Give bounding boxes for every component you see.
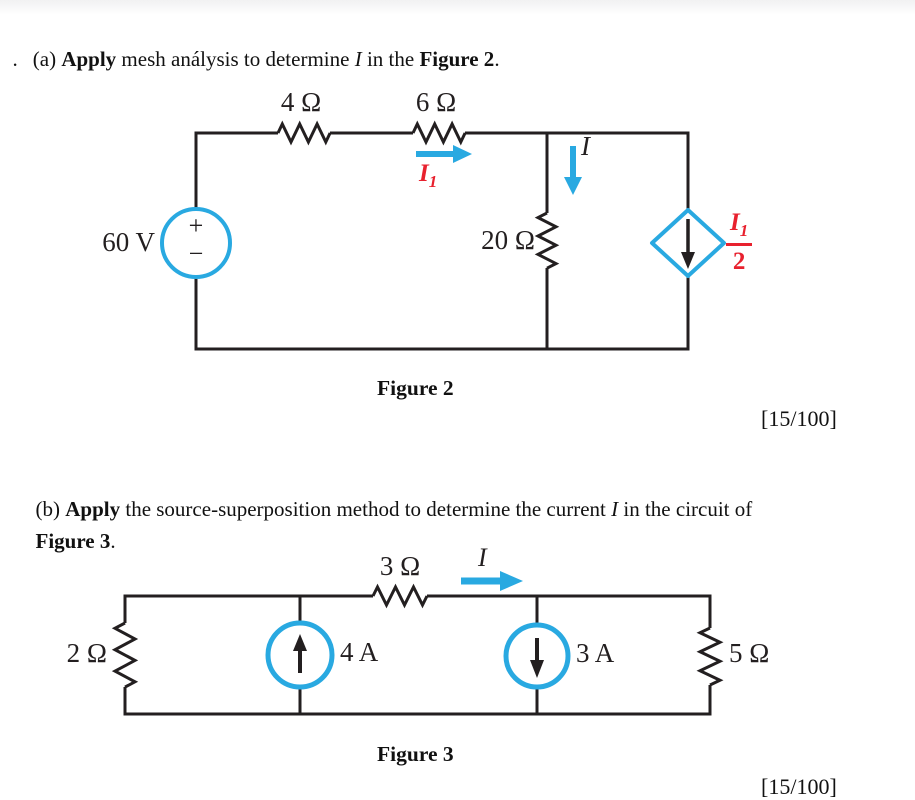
current-source-3a-label: 3 A bbox=[576, 638, 615, 668]
current-symbol: I bbox=[611, 497, 619, 521]
current-arrowhead-i bbox=[564, 177, 582, 195]
resistor-6ohm-label: 6 Ω bbox=[415, 87, 457, 117]
current-arrowhead-i1 bbox=[453, 145, 472, 163]
mesh-current-i1-label: I1 bbox=[419, 160, 438, 191]
resistor-20ohm-symbol bbox=[534, 211, 560, 270]
wire bbox=[194, 276, 690, 351]
current-source-4a-arrowhead bbox=[293, 634, 307, 651]
figure2-caption: Figure 2 bbox=[377, 376, 454, 400]
resistor-4ohm-symbol bbox=[276, 120, 332, 146]
resistor-3ohm-symbol bbox=[371, 583, 429, 609]
wire bbox=[427, 594, 712, 628]
top-scan-fade bbox=[0, 0, 915, 15]
current-symbol: I bbox=[354, 47, 362, 71]
current-i-label-fig3: I bbox=[478, 543, 487, 572]
resistor-2ohm-label: 2 Ω bbox=[66, 638, 107, 668]
current-arrowhead-i-fig3 bbox=[500, 571, 523, 591]
branch-current-i-label: I bbox=[581, 131, 590, 161]
dependent-source-arrowhead bbox=[681, 252, 695, 269]
plus-sign: + bbox=[188, 211, 204, 240]
wire bbox=[465, 131, 690, 211]
voltage-source-label: 60 V bbox=[102, 227, 155, 257]
question-b-verb: Apply bbox=[65, 497, 121, 521]
resistor-20ohm-label: 20 Ω bbox=[481, 225, 535, 255]
wire bbox=[123, 594, 373, 623]
wire bbox=[123, 685, 712, 716]
marks-a: [15/100] bbox=[761, 406, 837, 431]
dependent-source-value: I1 2 bbox=[726, 209, 753, 275]
resistor-2ohm-symbol bbox=[111, 621, 139, 689]
minus-sign: − bbox=[188, 239, 204, 268]
resistor-3ohm-label: 3 Ω bbox=[379, 551, 421, 581]
figure2-circuit bbox=[160, 120, 726, 351]
figure3-circuit bbox=[111, 571, 724, 716]
question-b-text-line1: (b) Apply the source-superposition metho… bbox=[35, 497, 753, 521]
question-a-text: .(a) Apply mesh análysis to determine I … bbox=[12, 47, 500, 71]
figure-2-reference: Figure 2 bbox=[419, 47, 495, 71]
figure-3-reference: Figure 3 bbox=[35, 529, 111, 553]
resistor-5ohm-symbol bbox=[696, 626, 724, 687]
wire bbox=[194, 131, 278, 208]
question-b-text-line2: Figure 3. bbox=[35, 529, 116, 553]
voltage-source-symbol bbox=[160, 207, 232, 279]
current-source-4a-label: 4 A bbox=[340, 637, 379, 667]
resistor-6ohm-symbol bbox=[411, 120, 467, 146]
resistor-4ohm-label: 4 Ω bbox=[280, 87, 322, 117]
question-number-fragment: . bbox=[12, 47, 18, 71]
resistor-5ohm-label: 5 Ω bbox=[729, 638, 770, 668]
current-source-3a-arrowhead bbox=[530, 660, 544, 678]
marks-b: [15/100] bbox=[761, 774, 837, 799]
question-a-verb: Apply bbox=[61, 47, 117, 71]
figure3-caption: Figure 3 bbox=[377, 742, 454, 766]
